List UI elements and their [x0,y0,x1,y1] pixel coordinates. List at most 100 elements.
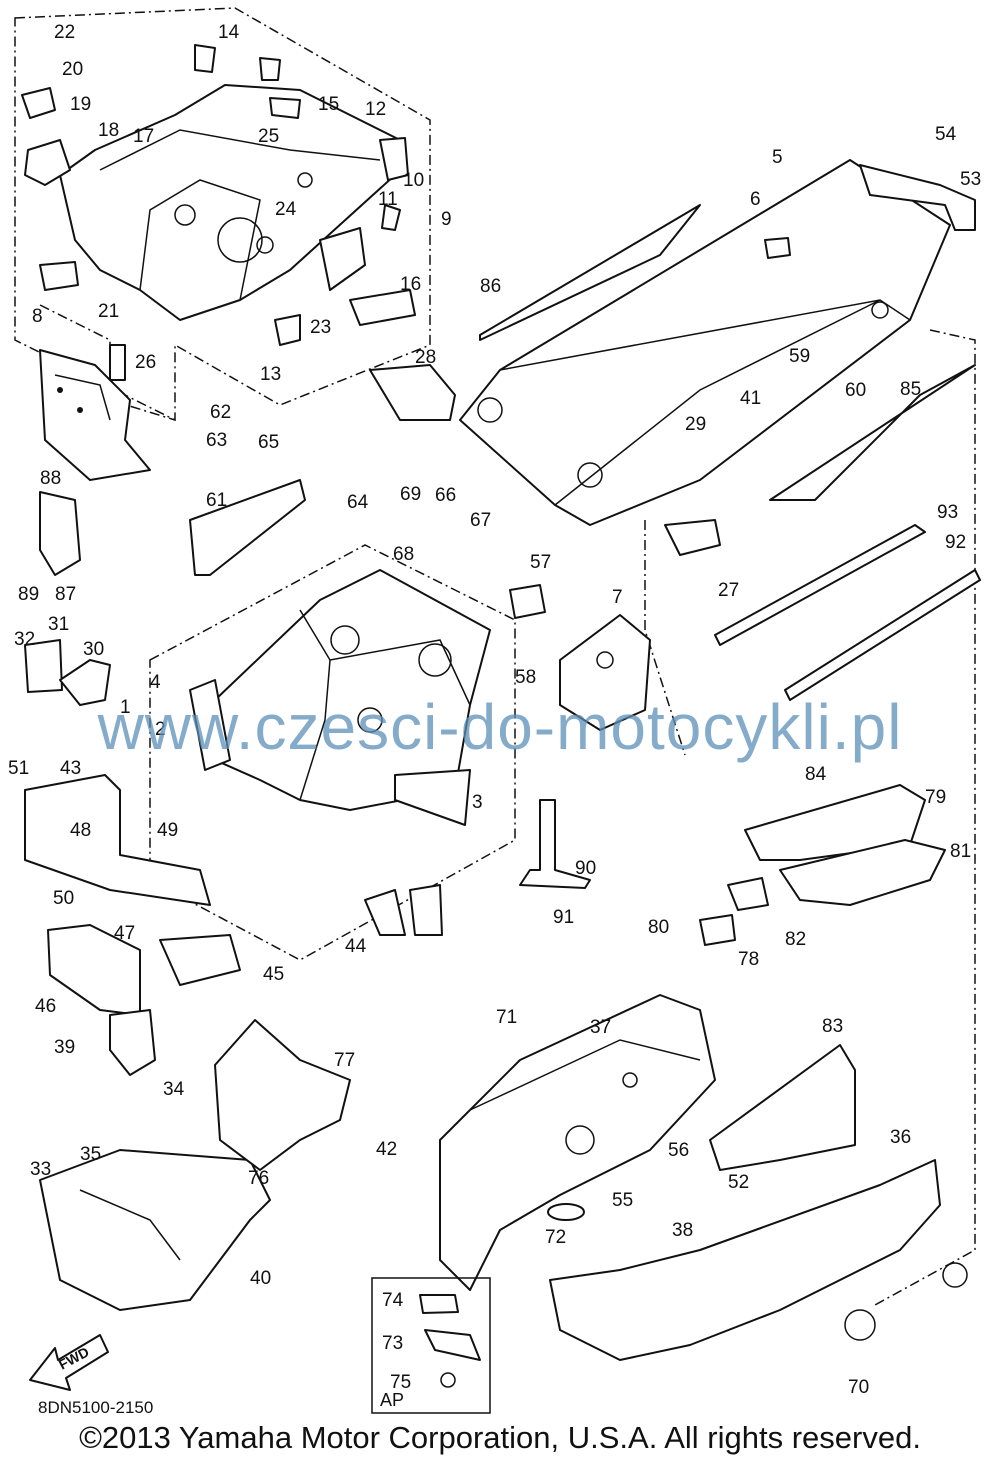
bracket-27 [664,519,721,556]
callout-label: 32 [14,629,35,650]
plate-31-right [409,884,443,936]
callout-label: 87 [55,584,76,605]
callout-label: 53 [960,169,981,190]
callout-label: 43 [60,758,81,779]
callout-label: 47 [114,923,135,944]
callout-label: 20 [62,59,83,80]
callout-label: 85 [900,379,921,400]
rail-lower [784,569,981,701]
lower-panel-37 [439,994,716,1291]
callout-label: 22 [54,22,75,43]
callout-label: 23 [310,317,331,338]
callout-label: 8 [32,306,43,327]
callout-label: 9 [441,209,452,230]
callout-label: 71 [496,1007,517,1028]
callout-label: 51 [8,758,29,779]
callout-label: 70 [848,1377,869,1398]
callout-label: 61 [206,490,227,511]
callout-label: 48 [70,820,91,841]
callout-label: 74 [382,1290,404,1311]
fwd-arrow: FWD [29,1334,109,1391]
strip-86 [479,204,701,341]
callout-label: 10 [403,170,424,191]
callout-label: 89 [18,584,39,605]
strip-85 [769,364,976,501]
callout-label: 50 [53,888,74,909]
callout-label: 69 [400,484,421,505]
callout-label: 64 [347,492,369,513]
callout-label: 52 [728,1172,749,1193]
leader-5-right [874,329,976,1306]
callout-label: 90 [575,858,596,879]
callout-label: 66 [435,485,456,506]
leader-27 [644,520,686,756]
front-frame-assembly [21,44,416,381]
callout-label: 78 [738,949,759,970]
main-frame [189,479,491,826]
bracket-53 [859,164,976,231]
callout-label: 26 [135,352,156,373]
callout-label: 88 [40,468,61,489]
callout-label: 24 [275,199,297,220]
callout-label: 35 [80,1144,101,1165]
callout-label: 33 [30,1159,51,1180]
callout-label: 12 [365,99,386,120]
plate-31-left [24,639,63,693]
pad-80 [699,914,736,946]
watermark: www.czesci-do-motocykli.pl [97,691,903,763]
bracket-90 [519,799,591,889]
callout-label: 84 [805,764,827,785]
callout-label: 86 [480,276,501,297]
chassis-tunnel [459,159,951,526]
callout-label: 34 [163,1079,185,1100]
drawing-code: 8DN5100-2150 [38,1398,154,1417]
pad-78 [727,877,769,911]
callout-label: 19 [70,94,91,115]
callout-label: 65 [258,432,279,453]
callout-label: 80 [648,917,669,938]
callout-label: 5 [772,147,783,168]
callout-label: 29 [685,414,706,435]
callout-label: 49 [157,820,178,841]
callout-label: 73 [382,1333,403,1354]
callout-label: 77 [334,1050,355,1071]
callout-label: 16 [400,274,421,295]
inset-bolt-75 [440,1372,456,1388]
callout-label: 39 [54,1037,75,1058]
plate-30-left [59,659,111,706]
callout-label: 37 [590,1017,611,1038]
callout-label: 44 [345,936,367,957]
callout-label: 40 [250,1268,271,1289]
callout-label: 21 [98,301,119,322]
callout-label: 15 [318,94,339,115]
callout-label: 56 [668,1140,689,1161]
callout-label: 41 [740,388,761,409]
callout-label: 68 [393,544,414,565]
callout-label: 27 [718,580,739,601]
callout-label: 82 [785,929,806,950]
callout-label: 91 [553,907,574,928]
rail-upper [714,524,926,646]
plate-30-right [364,889,406,936]
callout-label: 46 [35,996,56,1017]
callout-label: 92 [945,532,966,553]
callout-label: 14 [218,22,240,43]
callout-label: 93 [937,502,958,523]
foot-rest-assembly [24,774,241,1076]
callout-label: 54 [935,124,957,145]
callout-label: 62 [210,402,231,423]
callout-label: 28 [415,347,436,368]
inset-part-73 [424,1329,481,1361]
callout-label: 55 [612,1190,633,1211]
callout-label: 3 [472,792,483,813]
callout-label: 67 [470,510,491,531]
lower-cowl-left [39,1019,351,1311]
callout-label: 75 [390,1372,411,1393]
callout-label: 1 [120,697,131,718]
callout-label: 18 [98,120,119,141]
callout-label: 59 [789,346,810,367]
callout-label: 2 [155,719,166,740]
ap-inset-box [371,1277,491,1414]
side-bracket [509,584,651,731]
